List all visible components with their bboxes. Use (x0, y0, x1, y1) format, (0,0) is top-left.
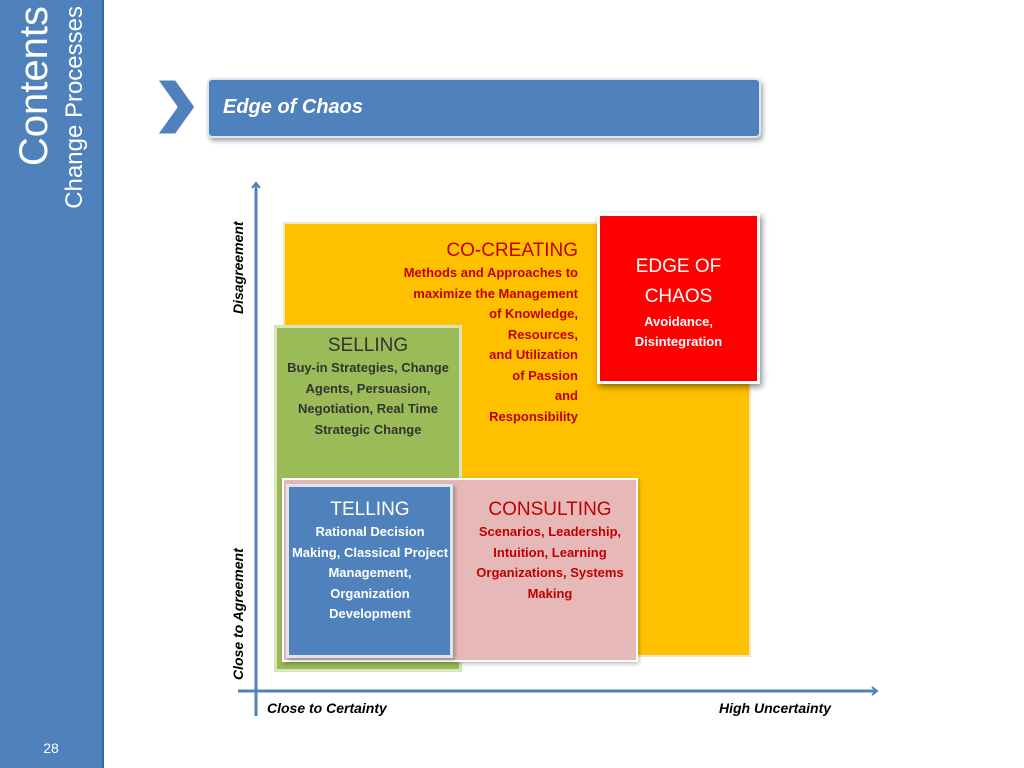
co-creating-description: Methods and Approaches to maximize the M… (403, 265, 578, 424)
y-axis-low-label: Close to Agreement (230, 548, 246, 680)
x-axis-low-label: Close to Certainty (267, 700, 387, 716)
co-creating-heading: CO-CREATING (446, 240, 578, 261)
selling-heading: SELLING (327, 335, 409, 356)
edge-of-chaos-heading: EDGE OF CHAOS (635, 256, 722, 307)
header-title: Edge of Chaos (223, 96, 364, 118)
page-number: 28 (43, 740, 59, 756)
chevron-right-icon (154, 77, 198, 137)
telling-text: TELLING Rational Decision Making, Classi… (290, 498, 450, 625)
selling-text: SELLING Buy-in Strategies, Change Agents… (280, 334, 456, 440)
sidebar: Contents Change Processes 28 (0, 0, 104, 768)
consulting-description: Scenarios, Leadership, Intuition, Learni… (476, 524, 624, 601)
edge-of-chaos-box (597, 213, 760, 384)
edge-of-chaos-description: Avoidance, Disintegration (634, 314, 723, 349)
consulting-text: CONSULTING Scenarios, Leadership, Intuit… (470, 498, 630, 604)
telling-description: Rational Decision Making, Classical Proj… (291, 524, 449, 621)
x-axis-high-label: High Uncertainty (719, 700, 832, 716)
selling-description: Buy-in Strategies, Change Agents, Persua… (287, 360, 449, 437)
y-axis-high-label: Disagreement (230, 221, 246, 314)
header-banner: Edge of Chaos (207, 78, 761, 138)
telling-heading: TELLING (330, 499, 410, 520)
edge-of-chaos-text: EDGE OF CHAOS Avoidance, Disintegration (600, 252, 757, 352)
telling-box (286, 484, 453, 658)
consulting-heading: CONSULTING (488, 499, 612, 520)
co-creating-text: CO-CREATING Methods and Approaches to ma… (350, 239, 578, 427)
